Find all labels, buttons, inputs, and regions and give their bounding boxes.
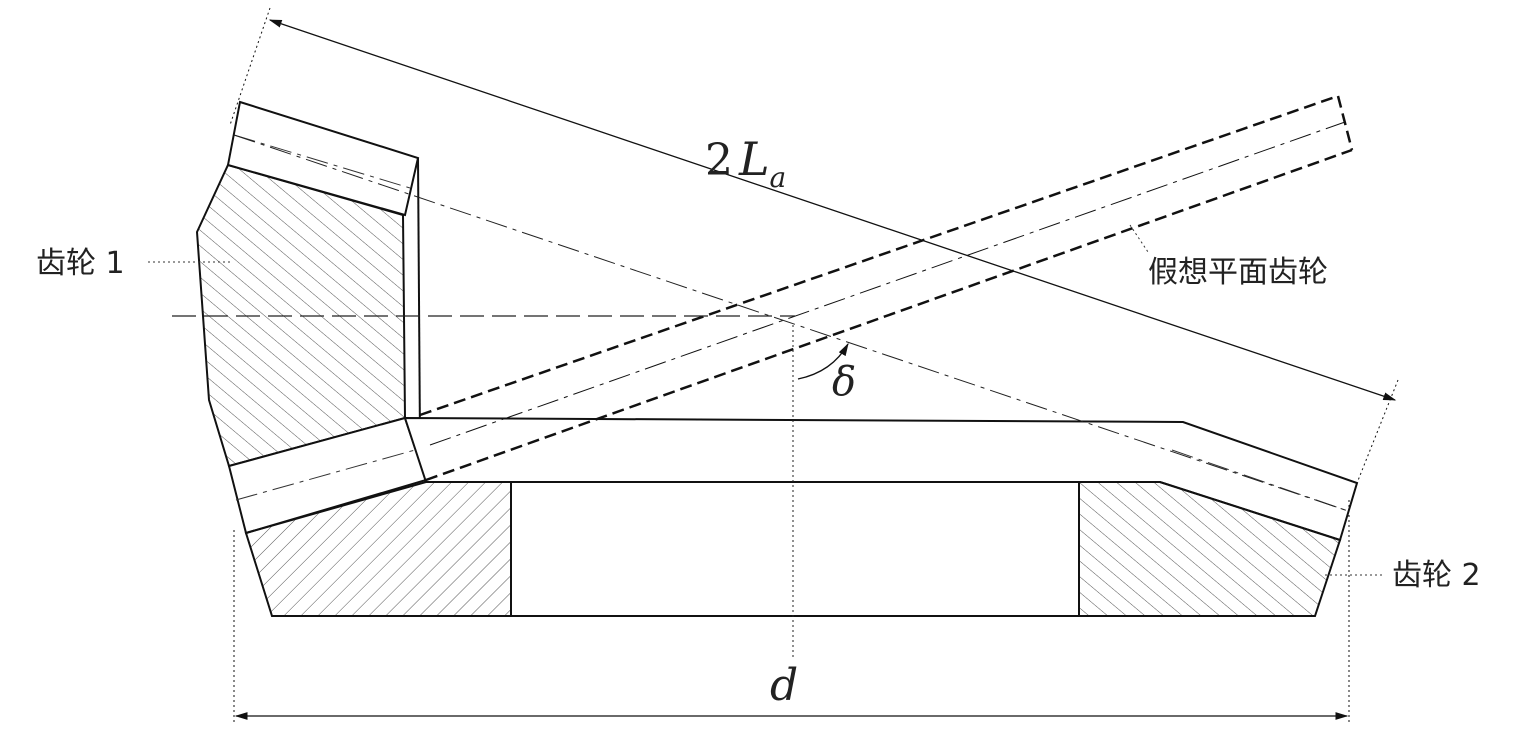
dimension-d [233, 500, 1350, 725]
length-symbol: L [738, 132, 770, 186]
gear-2-bore [510, 481, 1080, 617]
angle-label: δ [832, 359, 856, 405]
leader-lines [148, 224, 1385, 576]
dimension-2la [229, 7, 1399, 484]
virtual-gear-label: 假想平面齿轮 [1148, 255, 1328, 290]
length-subscript: a [770, 161, 787, 194]
gear-2-label: 齿轮 2 [1392, 558, 1481, 593]
gear-1-label: 齿轮 1 [36, 246, 125, 281]
angle-delta [797, 342, 849, 380]
gear-1 [195, 100, 428, 535]
gear-2 [244, 416, 1359, 617]
diameter-label: d [770, 660, 798, 711]
length-coeff: 2 [705, 135, 733, 186]
